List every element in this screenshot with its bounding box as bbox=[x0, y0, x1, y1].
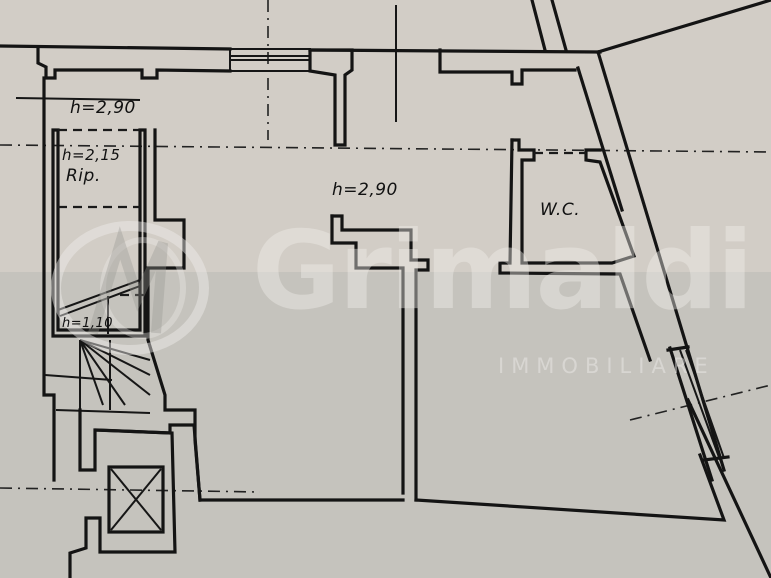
bathroom-walls bbox=[498, 138, 653, 363]
room-height-label-corridor: h=2,90 bbox=[70, 98, 136, 118]
paper-upper-band bbox=[0, 0, 771, 272]
left-stair-block bbox=[42, 76, 202, 502]
watermark-logo-icon bbox=[51, 221, 209, 355]
interior-partitions bbox=[198, 214, 727, 522]
room-height-label-main: h=2,90 bbox=[332, 180, 398, 200]
window-right bbox=[666, 345, 730, 483]
watermark-tagline: IMMOBILIARE bbox=[498, 354, 715, 378]
paper-lower-band bbox=[0, 272, 771, 578]
room-name-bathroom: W.C. bbox=[540, 200, 581, 220]
watermark-brand: Grimaldi bbox=[252, 209, 754, 334]
room-height-label-under-stair: h=1,10 bbox=[62, 316, 114, 331]
lift-shaft bbox=[68, 428, 177, 578]
room-name-storage: Rip. bbox=[66, 166, 101, 186]
room-height-label-storage: h=2,15 bbox=[62, 146, 121, 164]
